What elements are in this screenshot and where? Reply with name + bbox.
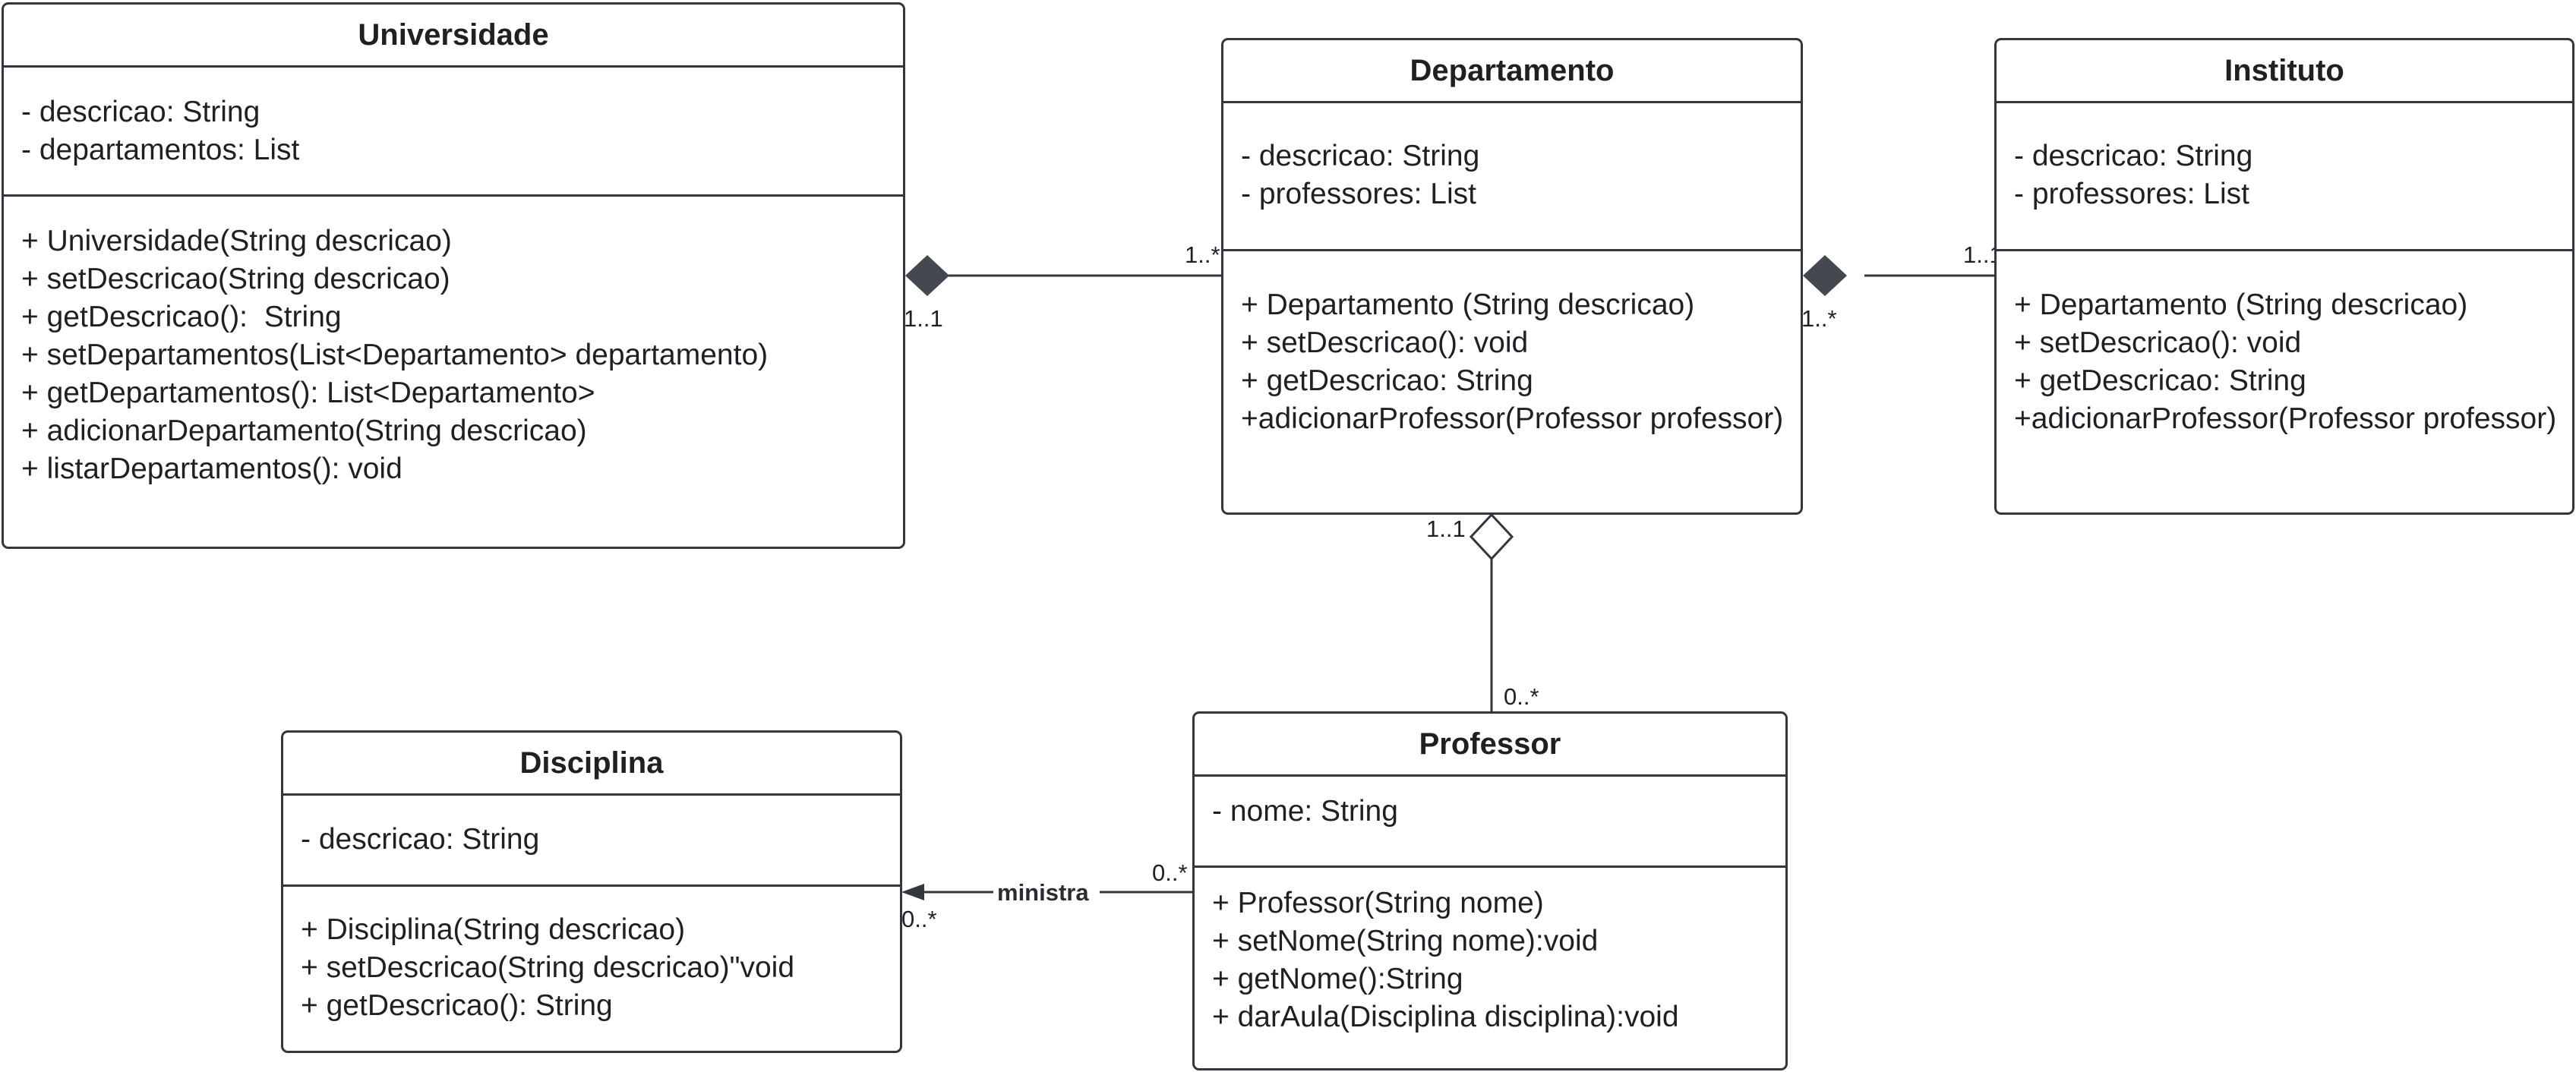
- attribute: - departamentos: List: [21, 134, 300, 166]
- methods-section: + Departamento (String descricao) + setD…: [2014, 286, 2560, 438]
- method: + Professor(String nome): [1212, 887, 1544, 919]
- attribute: - descricao: String: [21, 96, 260, 128]
- class-name: Departamento: [1410, 53, 1615, 87]
- method: + getDescricao(): String: [301, 989, 613, 1022]
- method: + getDepartamentos(): List<Departamento>: [21, 377, 595, 409]
- class-name: Disciplina: [519, 746, 664, 780]
- arrow-head: [901, 884, 924, 900]
- composition-diamond: [905, 255, 949, 296]
- class-name: Professor: [1419, 727, 1561, 761]
- method: + setDescricao(): void: [2014, 326, 2302, 359]
- divider: [1223, 101, 1801, 103]
- multiplicity-label: 1..*: [1801, 305, 1837, 332]
- divider: [1997, 101, 2572, 103]
- method: + setNome(String nome):void: [1212, 925, 1599, 957]
- attributes-section: - nome: String: [1212, 793, 1773, 831]
- divider: [283, 793, 900, 796]
- methods-section: + Universidade(String descricao) + setDe…: [21, 222, 891, 488]
- method: + getDescricao: String: [1241, 364, 1533, 397]
- attributes-section: - descricao: String - professores: List: [2014, 137, 2560, 213]
- methods-section: + Departamento (String descricao) + setD…: [1241, 286, 1788, 438]
- attribute: - descricao: String: [1241, 140, 1480, 172]
- attributes-section: - descricao: String: [301, 821, 888, 859]
- method: + setDepartamentos(List<Departamento> de…: [21, 339, 769, 371]
- class-departamento: Departamento - descricao: String - profe…: [1221, 38, 1803, 515]
- divider: [1997, 249, 2572, 251]
- divider: [1195, 865, 1785, 868]
- method: + Departamento (String descricao): [1241, 288, 1695, 321]
- attribute: - professores: List: [1241, 178, 1476, 210]
- class-name: Universidade: [358, 17, 549, 52]
- multiplicity-label: 1..*: [1185, 241, 1220, 268]
- method: +adicionarProfessor(Professor professor): [2014, 402, 2557, 435]
- method: + Departamento (String descricao): [2014, 288, 2468, 321]
- aggregation-departamento-professor: 1..1 0..*: [1426, 512, 1539, 711]
- divider: [4, 65, 903, 68]
- attribute: - descricao: String: [2014, 140, 2253, 172]
- method: + Universidade(String descricao): [21, 225, 452, 257]
- association-professor-disciplina: ministra 0..* 0..*: [901, 859, 1194, 932]
- multiplicity-label: 0..*: [1504, 683, 1539, 710]
- composition-universidade-departamento: 1..1 1..*: [904, 241, 1223, 332]
- multiplicity-label: 0..*: [1152, 859, 1188, 886]
- divider: [283, 884, 900, 887]
- attributes-section: - descricao: String - departamentos: Lis…: [21, 93, 891, 169]
- method: + darAula(Disciplina disciplina):void: [1212, 1001, 1679, 1033]
- multiplicity-label: 1..1: [1426, 516, 1466, 542]
- class-instituto: Instituto - descricao: String - professo…: [1994, 38, 2574, 515]
- multiplicity-label: 0..*: [901, 906, 937, 932]
- class-name: Instituto: [2224, 53, 2344, 87]
- divider: [1195, 774, 1785, 777]
- composition-departamento-instituto: 1..* 1..1: [1801, 241, 2003, 332]
- attributes-section: - descricao: String - professores: List: [1241, 137, 1788, 213]
- class-universidade: Universidade - descricao: String - depar…: [2, 2, 905, 549]
- attribute: - descricao: String: [301, 823, 540, 856]
- class-disciplina: Disciplina - descricao: String + Discipl…: [281, 730, 902, 1053]
- multiplicity-label: 1..1: [904, 305, 943, 332]
- method: + getDescricao(): String: [21, 301, 342, 333]
- method: + adicionarDepartamento(String descricao…: [21, 415, 587, 447]
- attribute: - nome: String: [1212, 795, 1398, 828]
- attribute: - professores: List: [2014, 178, 2249, 210]
- method: + Disciplina(String descricao): [301, 913, 686, 946]
- methods-section: + Professor(String nome) + setNome(Strin…: [1212, 884, 1773, 1036]
- method: + getNome():String: [1212, 963, 1463, 995]
- divider: [1223, 249, 1801, 251]
- divider: [4, 194, 903, 197]
- aggregation-diamond: [1469, 512, 1514, 561]
- class-professor: Professor - nome: String + Professor(Str…: [1192, 711, 1788, 1070]
- method: + setDescricao(String descricao)"void: [301, 951, 795, 984]
- method: + setDescricao(String descricao): [21, 263, 450, 295]
- method: + getDescricao: String: [2014, 364, 2306, 397]
- method: + setDescricao(): void: [1241, 326, 1529, 359]
- association-label: ministra: [997, 879, 1089, 906]
- methods-section: + Disciplina(String descricao) + setDesc…: [301, 911, 888, 1025]
- composition-diamond: [1803, 255, 1847, 296]
- method: +adicionarProfessor(Professor professor): [1241, 402, 1784, 435]
- method: + listarDepartamentos(): void: [21, 452, 402, 485]
